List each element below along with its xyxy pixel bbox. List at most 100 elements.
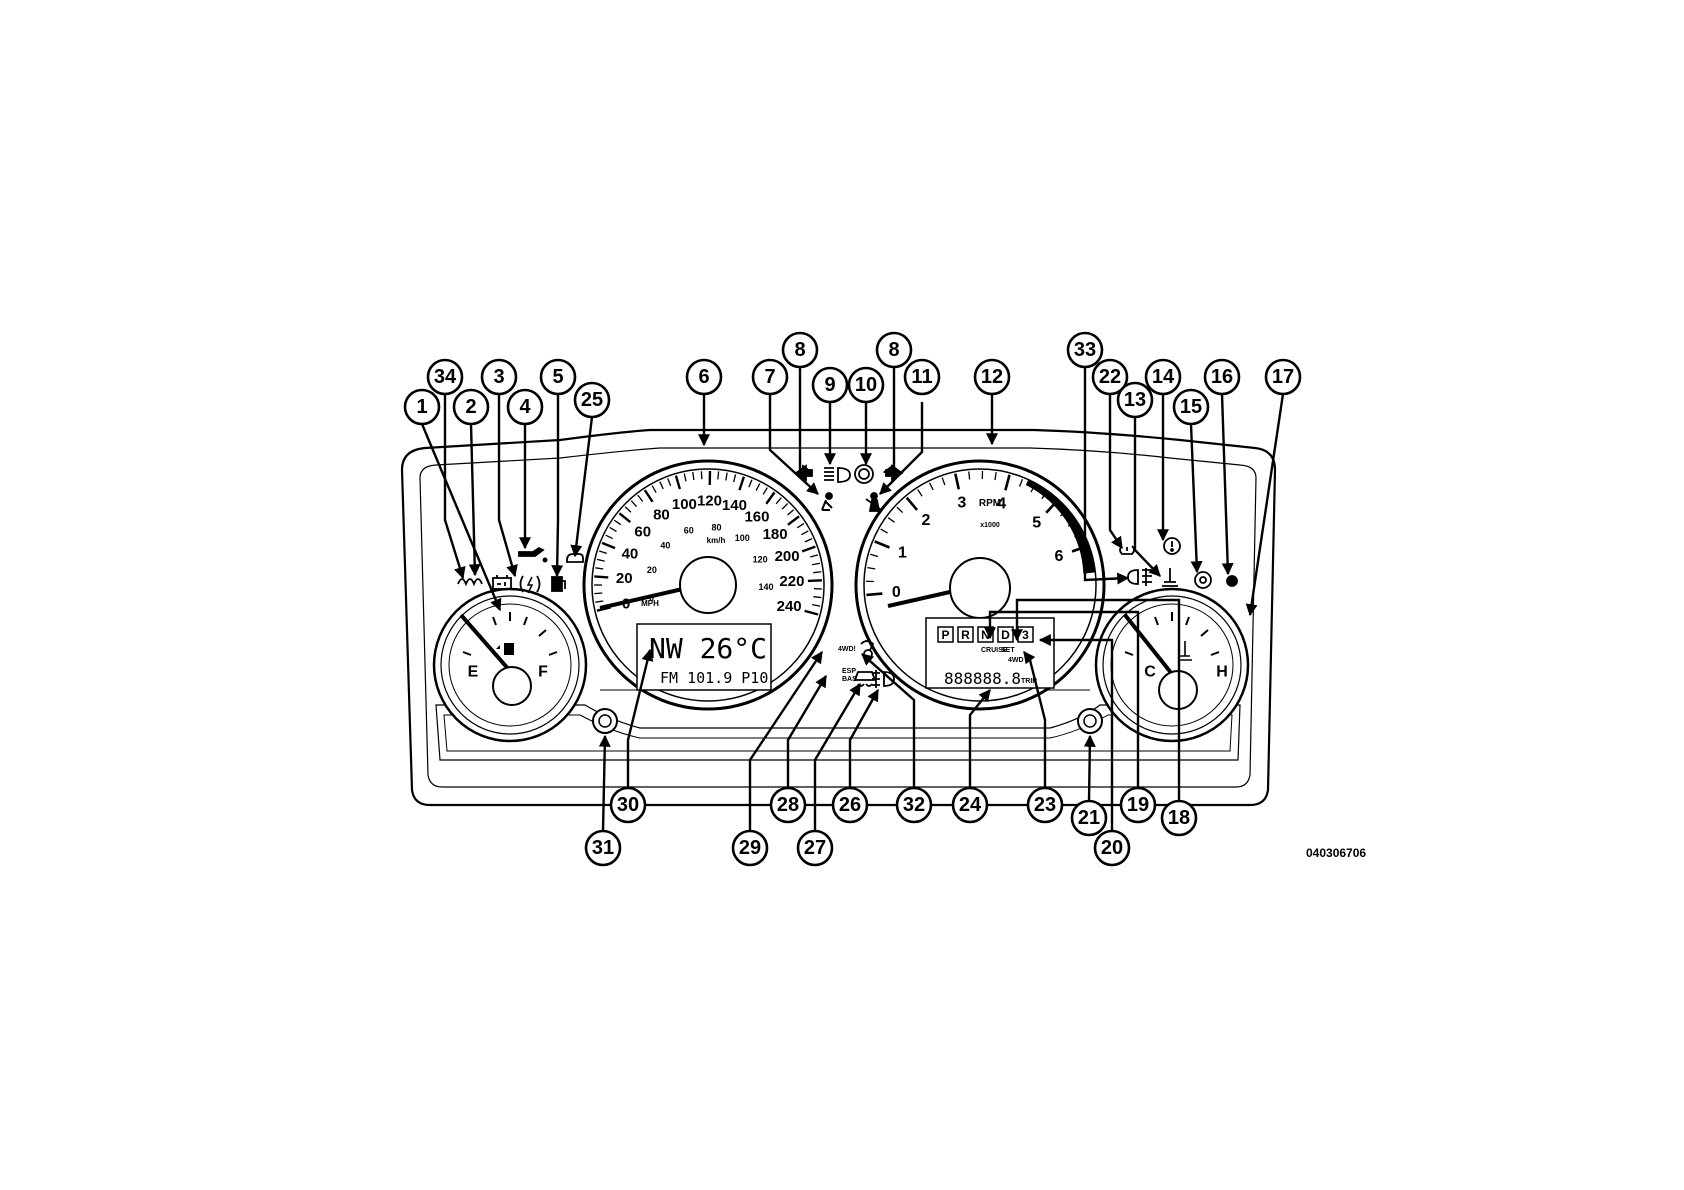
temp-cold-label: C (1144, 664, 1156, 681)
speedometer-tick (683, 473, 687, 482)
tachometer-tick (954, 473, 961, 490)
speedometer-inner-label: 120 (753, 555, 768, 565)
fuel-empty-label: E (468, 664, 479, 681)
gear-box (957, 626, 974, 643)
callout-leader-lines (420, 367, 1285, 832)
gear-box (937, 626, 954, 643)
callout-leader (1083, 734, 1096, 802)
callout-leader (968, 689, 991, 788)
speedometer-tick (595, 600, 604, 603)
speedometer-tick (812, 603, 821, 607)
svg-text:6: 6 (698, 366, 709, 388)
tachometer-label: 4 (997, 495, 1006, 512)
speedometer-tick (738, 476, 745, 491)
speedometer-label: 140 (722, 497, 747, 514)
callout-31: 31 (584, 829, 622, 867)
radio-readout: FM 101.9 P10 (660, 669, 768, 687)
speedometer-tick (594, 592, 603, 595)
tachometer-tick (874, 540, 890, 549)
four-wd-warning-label: 4WD! (838, 646, 856, 653)
gear-label: 3 (1022, 628, 1029, 642)
callout-4: 4 (506, 388, 544, 426)
svg-text:32: 32 (903, 794, 925, 816)
speedometer-tick (643, 489, 654, 503)
speedometer-tick (787, 509, 795, 516)
svg-text:11: 11 (911, 366, 932, 388)
svg-text:26: 26 (839, 794, 861, 816)
rear-fog-light-icon (872, 670, 895, 688)
svg-text:33: 33 (1074, 339, 1096, 361)
brake-warning-icon (1163, 537, 1181, 555)
speedometer-label: 180 (763, 526, 788, 543)
callout-leader (1011, 598, 1181, 801)
svg-text:30: 30 (617, 794, 639, 816)
speedometer-tick (804, 538, 813, 543)
speedometer-tick (801, 545, 816, 553)
cruise-set-indicator: SET (1001, 647, 1015, 654)
airbag-icon (821, 492, 833, 511)
callout-leader (861, 653, 916, 788)
park-brake-icon (854, 464, 874, 484)
speedometer-tick (804, 609, 819, 616)
callout-leader (443, 394, 466, 580)
speedometer-inner-label: 60 (684, 525, 694, 535)
speedometer-label: 60 (634, 524, 651, 541)
callout-5: 5 (539, 358, 577, 396)
speedometer-label: 160 (744, 508, 769, 525)
callout-33: 33 (1066, 331, 1104, 369)
speedometer-tick (637, 494, 644, 502)
tachometer-label: 6 (1054, 548, 1063, 565)
speedometer-tick (725, 472, 728, 481)
speedometer-label: 200 (775, 548, 800, 565)
callout-leader (882, 367, 896, 476)
tachometer-multiplier: x1000 (980, 522, 1000, 529)
tachometer-tick (867, 567, 876, 570)
speedometer-label: 80 (653, 507, 670, 524)
battery-charge-icon (492, 575, 512, 590)
speedometer-inner-label: 20 (647, 565, 657, 575)
figure-code: 040306706 (1306, 846, 1367, 860)
esp-bas-label-line1: ESP (842, 668, 856, 675)
svg-text:7: 7 (764, 366, 775, 388)
speedometer-inner-label: 80 (711, 523, 721, 533)
speedometer-unit-kmh: km/h (707, 536, 726, 545)
tachometer-tick (917, 489, 923, 497)
callout-leader (813, 682, 862, 831)
high-beam-icon (824, 467, 851, 483)
callout-leader (798, 367, 814, 477)
svg-text:28: 28 (777, 794, 799, 816)
tachometer-tick (866, 592, 883, 597)
speedometer-tick (781, 503, 789, 510)
callout-leader (984, 610, 1140, 788)
svg-text:31: 31 (592, 837, 614, 859)
svg-text:29: 29 (739, 837, 761, 859)
speedometer-tick (598, 550, 608, 555)
tachometer-label: 5 (1032, 515, 1041, 532)
svg-text:5: 5 (552, 366, 563, 388)
transmission-temp-icon (1194, 571, 1212, 589)
oil-pressure-icon (518, 546, 548, 563)
speedometer-tick (594, 575, 609, 579)
trip-reset-knob-right-inner (1083, 714, 1097, 728)
fuel-pump-icon (496, 643, 514, 655)
svg-text:24: 24 (959, 794, 982, 816)
speedometer-label: 120 (697, 493, 722, 510)
svg-text:21: 21 (1078, 807, 1100, 829)
callout-leader (1220, 393, 1234, 576)
svg-text:16: 16 (1211, 366, 1233, 388)
tachometer-tick (887, 517, 895, 523)
speedometer-tick (717, 471, 720, 480)
svg-text:34: 34 (434, 366, 457, 388)
security-light-icon (1226, 575, 1238, 587)
callout-29: 29 (731, 829, 769, 867)
callout-leader (1038, 634, 1114, 831)
callout-11: 11 (903, 358, 941, 396)
callout-leader (468, 423, 481, 577)
callout-28: 28 (769, 786, 807, 824)
svg-text:3: 3 (493, 366, 504, 388)
callout-14: 14 (1144, 358, 1182, 396)
speedometer-tick (596, 558, 605, 562)
speedometer-tick (651, 485, 657, 493)
svg-text:12: 12 (981, 366, 1003, 388)
coolant-temp-icon (1178, 641, 1192, 661)
